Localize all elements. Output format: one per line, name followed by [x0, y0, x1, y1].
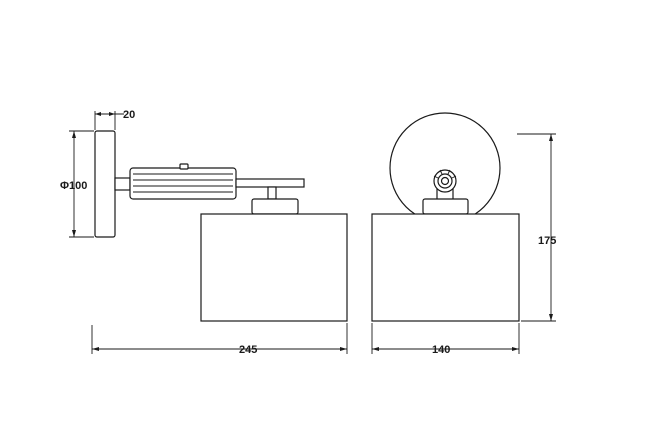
front-view — [371, 112, 520, 322]
dimension-shade-width-label: 140 — [432, 344, 450, 356]
side-view — [94, 130, 348, 322]
dimension-total-height: 175 — [517, 133, 556, 322]
dimension-base-thickness-label: 20 — [123, 109, 135, 121]
side-ribbed-arm — [129, 163, 237, 200]
front-shade — [371, 213, 520, 322]
side-wall-plate — [94, 130, 116, 238]
side-shade — [200, 213, 348, 322]
dimension-shade-width: 140 — [371, 323, 520, 356]
front-shade-mount — [422, 198, 469, 215]
front-joint — [433, 169, 457, 201]
dimension-total-depth-label: 245 — [239, 344, 257, 356]
side-shade-mount — [251, 198, 299, 215]
side-arm-connector — [114, 177, 131, 191]
dimension-total-height-label: 175 — [538, 235, 556, 247]
dimension-base-diameter-label: Φ100 — [60, 180, 87, 192]
side-extension-rod — [235, 178, 305, 200]
dimension-base-diameter: Φ100 — [60, 130, 94, 238]
dimension-base-thickness: 20 — [94, 109, 135, 130]
dimension-total-depth: 245 — [91, 323, 348, 356]
